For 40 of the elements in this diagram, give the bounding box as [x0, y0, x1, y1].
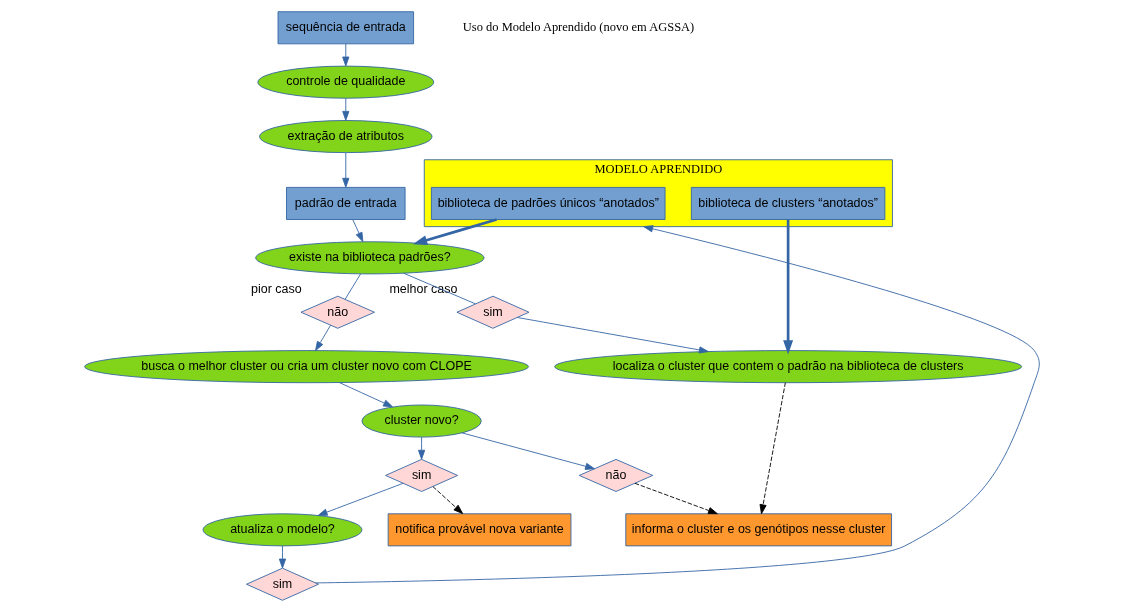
arrow [341, 152, 349, 188]
arrow [432, 486, 463, 515]
node-ellipse: atualiza o modelo? [202, 513, 362, 547]
node-label: pior caso [250, 281, 302, 296]
node-diamond: sim [455, 295, 529, 329]
node-diamond: não [300, 295, 375, 329]
node-box: biblioteca de clusters “anotados” [690, 186, 885, 220]
node-box: padrão de entrada [285, 186, 406, 220]
arrow [314, 225, 1040, 584]
arrow [317, 482, 404, 516]
node-label: melhor caso [388, 281, 457, 296]
arrow [412, 218, 497, 245]
node-box: informa o cluster e os genótipos nesse cluster [624, 513, 892, 547]
node-diamond: não [578, 458, 653, 492]
arrow [417, 436, 425, 460]
arrow [759, 382, 786, 515]
arrow [351, 219, 363, 243]
connector [402, 272, 476, 305]
arrow [314, 324, 331, 352]
node-ellipse: controle de qualidade [256, 65, 434, 99]
node-ellipse: extração de atributos [258, 120, 432, 154]
node-box: sequência de entrada [277, 11, 414, 45]
arrow [341, 43, 349, 67]
node-diamond: sim [245, 567, 319, 601]
arrow [278, 545, 286, 569]
node-ellipse: existe na biblioteca padrões? [254, 241, 485, 275]
arrow [338, 382, 393, 408]
arrow [782, 219, 793, 355]
arrow [516, 317, 709, 354]
label: Uso do Modelo Aprendido (novo em AGSSA) [462, 20, 694, 35]
arrow [461, 432, 595, 470]
arrow [341, 97, 349, 121]
node-ellipse: cluster novo? [361, 404, 482, 438]
node-ellipse: localiza o cluster que contem o padrão na biblioteca de clusters [553, 350, 1022, 384]
node-diamond: sim [384, 458, 458, 492]
node-ellipse: busca o melhor cluster ou cria um cluster novo com CLOPE [83, 350, 529, 384]
arrow [634, 482, 718, 515]
connector [344, 273, 361, 300]
node-box: notifica provável nova variante [387, 513, 571, 547]
node-box: biblioteca de padrões únicos “anotados” [430, 186, 665, 220]
